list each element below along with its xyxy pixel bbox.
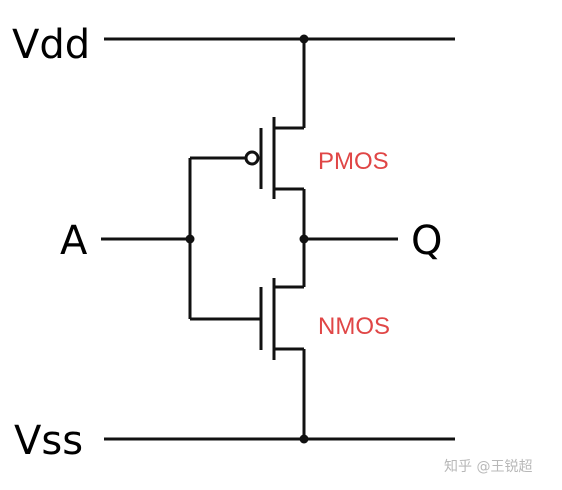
- pmos-transistor: [190, 39, 306, 199]
- input-label: A: [60, 218, 88, 264]
- vdd-label: Vdd: [12, 22, 90, 68]
- pmos-inversion-bubble: [244, 150, 260, 166]
- nmos-label: NMOS: [318, 313, 390, 340]
- vss-label: Vss: [14, 418, 83, 464]
- output-junction-dot: [299, 234, 309, 244]
- vdd-junction-dot: [299, 34, 309, 44]
- nmos-transistor: [190, 189, 306, 439]
- pmos-label: PMOS: [318, 148, 389, 175]
- watermark: 知乎 @王锐超: [444, 458, 532, 475]
- input-junction-dot: [185, 234, 195, 244]
- output-label: Q: [411, 218, 442, 264]
- vss-junction-dot: [299, 434, 309, 444]
